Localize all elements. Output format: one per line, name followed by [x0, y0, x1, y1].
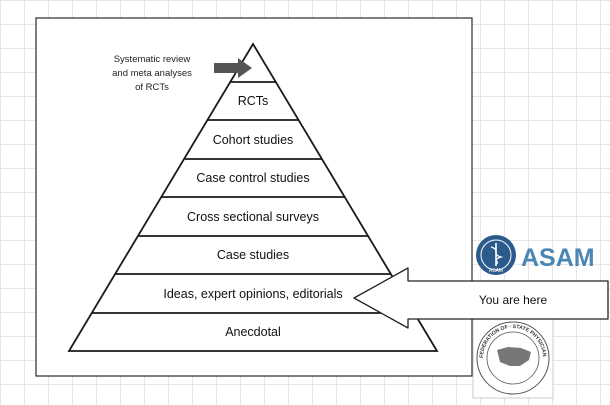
- asam-wordmark: ASAM: [521, 244, 595, 272]
- pointer-arrow-icon: [214, 58, 252, 78]
- fsphp-outer-ring: [476, 321, 550, 395]
- you-are-here-label: You are here: [478, 293, 548, 307]
- systematic-review-annotation: Systematic review and meta analyses of R…: [112, 54, 252, 93]
- level-cohort-studies: Cohort studies: [213, 133, 294, 147]
- level-case-studies: Case studies: [217, 248, 289, 262]
- level-cross-sectional-surveys: Cross sectional surveys: [187, 210, 319, 224]
- fsphp-inner-ring: [486, 331, 540, 385]
- asam-seal-ring: [480, 239, 512, 271]
- level-anecdotal: Anecdotal: [225, 325, 281, 339]
- usa-map-icon: [497, 347, 531, 366]
- asam-seal-text: ASAM: [489, 268, 503, 274]
- evidence-pyramid: RCTs Cohort studies Case control studies…: [67, 42, 439, 352]
- annotation-line-2: and meta analyses: [112, 68, 192, 79]
- caduceus-serpent-icon: [490, 246, 504, 265]
- asam-logo: ASAM ASAM: [476, 235, 595, 275]
- level-ideas-expert-opinions: Ideas, expert opinions, editorials: [163, 287, 342, 301]
- level-rcts: RCTs: [238, 94, 269, 108]
- callout-arrow-icon: [353, 267, 609, 329]
- you-are-here-callout: [353, 267, 609, 329]
- annotation-line-3: of RCTs: [135, 82, 169, 93]
- annotation-line-1: Systematic review: [114, 54, 191, 65]
- level-case-control-studies: Case control studies: [196, 171, 309, 185]
